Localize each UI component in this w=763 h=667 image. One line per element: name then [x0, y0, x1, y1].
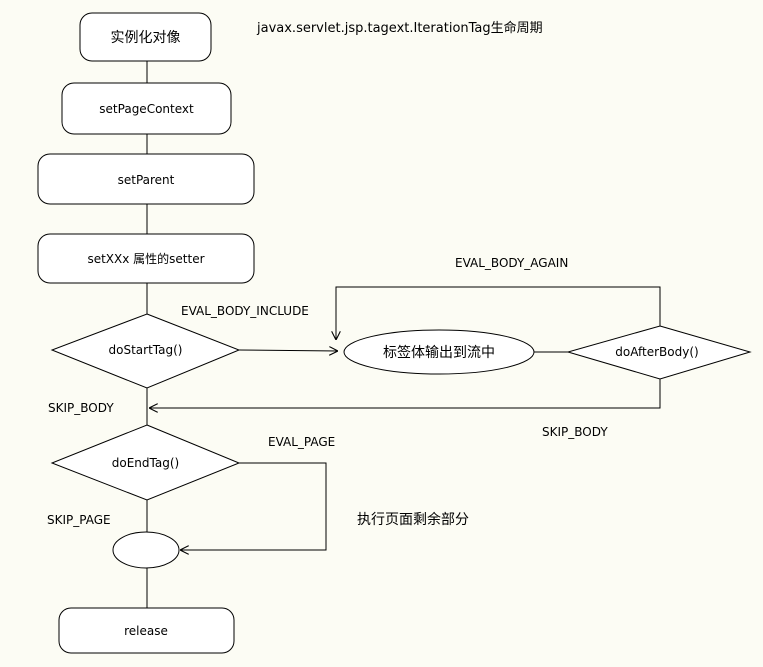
node-doafterbody-label: doAfterBody() [615, 345, 698, 359]
node-setpagecontext [61, 82, 232, 135]
node-dostarttag [50, 313, 241, 389]
node-output-body [343, 329, 535, 375]
node-setpagecontext-label: setPageContext [99, 102, 194, 116]
node-release-label: release [124, 624, 168, 638]
edge-eval-body-include [238, 350, 338, 351]
edge-eval-body-again [336, 286, 661, 340]
label-rest-of-page: 执行页面剩余部分 [357, 511, 469, 528]
label-skip-body-left: SKIP_BODY [48, 401, 114, 415]
node-setxxx-label: setXXx 属性的setter [87, 251, 204, 266]
diagram-title: javax.servlet.jsp.tagext.IterationTag生命周… [256, 20, 543, 36]
edge-eval-page [180, 462, 327, 550]
node-release [58, 607, 235, 654]
node-setparent [37, 153, 255, 205]
node-output-body-label: 标签体输出到流中 [383, 344, 495, 361]
node-instantiate-label: 实例化对像 [111, 30, 181, 46]
label-skip-page: SKIP_PAGE [47, 513, 111, 527]
node-setparent-label: setParent [118, 173, 175, 187]
label-eval-page: EVAL_PAGE [268, 435, 335, 449]
edge-skip-body-after [149, 379, 661, 408]
node-doafterbody [566, 325, 752, 380]
node-instantiate [79, 12, 212, 62]
label-skip-body-right: SKIP_BODY [542, 425, 608, 439]
label-eval-body-again: EVAL_BODY_AGAIN [455, 256, 568, 270]
node-setxxx [37, 233, 255, 284]
node-doendtag-label: doEndTag() [112, 456, 179, 470]
node-dostarttag-label: doStartTag() [109, 343, 183, 357]
node-end-junction [112, 531, 180, 569]
label-eval-body-include: EVAL_BODY_INCLUDE [181, 304, 309, 318]
node-doendtag [50, 424, 241, 501]
